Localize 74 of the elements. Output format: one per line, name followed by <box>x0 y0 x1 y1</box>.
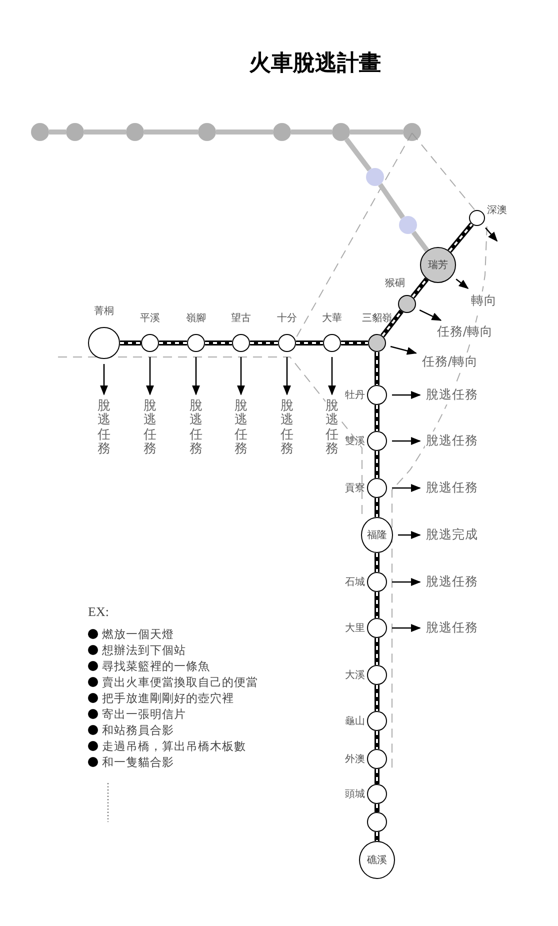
former-track-line <box>378 183 405 219</box>
task-label: 脫逃任務 <box>144 399 156 457</box>
former-station-circle <box>198 123 216 141</box>
former-track-line <box>216 130 273 134</box>
arrow <box>456 278 469 290</box>
bullet-item: 和一隻貓合影 <box>88 754 258 770</box>
former-station-circle <box>273 123 291 141</box>
station-name: 大溪 <box>345 668 365 682</box>
bullet-item: 燃放一個天燈 <box>88 626 258 642</box>
arrow <box>237 357 245 396</box>
task-label: 脫逃任務 <box>190 399 202 457</box>
station-name: 猴硐 <box>385 277 405 290</box>
former-track-line <box>344 138 372 172</box>
former-track-line <box>49 130 66 134</box>
station-name: 菁桐 <box>94 304 114 318</box>
list-heading: EX: <box>88 604 110 620</box>
arrow <box>390 346 418 355</box>
station-name: 貢寮 <box>345 482 365 495</box>
bullet-item: 尋找菜籃裡的一條魚 <box>88 658 258 674</box>
arrow <box>392 484 421 492</box>
station-circle: 福隆 <box>361 517 393 553</box>
station-name: 龜山 <box>345 714 365 728</box>
bullet-item: 和站務員合影 <box>88 722 258 738</box>
arrow <box>392 578 421 586</box>
station-name: 大華 <box>322 312 342 325</box>
former-station-circle <box>126 123 144 141</box>
former-station-circle <box>403 123 421 141</box>
station-circle: 瑞芳 <box>420 247 456 283</box>
bullet-item: 把手放進剛剛好的壺穴裡 <box>88 690 258 706</box>
arrow <box>283 357 291 396</box>
faded-station-circle <box>399 216 417 234</box>
former-station-circle <box>332 123 350 141</box>
arrow <box>392 391 421 399</box>
former-track-line <box>291 130 332 134</box>
station-name: 嶺腳 <box>186 312 206 325</box>
arrow <box>485 227 498 242</box>
former-track-line <box>411 230 430 252</box>
task-label: 脫逃任務 <box>234 399 248 457</box>
arrow <box>392 624 421 632</box>
bullet-item: 走過吊橋，算出吊橋木板數 <box>88 738 258 754</box>
arrow <box>419 310 442 321</box>
former-track-line <box>144 130 198 134</box>
former-track-line <box>350 130 403 134</box>
station-name: 牡丹 <box>345 388 365 402</box>
station-name: 外澳 <box>345 753 365 766</box>
arrow <box>328 357 336 396</box>
station-circle <box>367 812 387 832</box>
title: 火車脫逃計畫 <box>248 50 382 78</box>
station-name: 望古 <box>231 312 251 325</box>
station-name: 石城 <box>345 576 365 589</box>
task-label: 脫逃任務 <box>326 399 338 457</box>
arrow <box>100 364 108 396</box>
bullet-item: 寄出一張明信片 <box>88 706 258 722</box>
station-circle: 礁溪 <box>359 841 395 879</box>
station-name: 平溪 <box>140 312 160 325</box>
former-station-circle <box>66 123 84 141</box>
task-label: 脫逃任務 <box>280 399 294 457</box>
station-name: 十分 <box>277 312 297 325</box>
faded-station-circle <box>366 168 384 186</box>
arrow <box>392 437 421 445</box>
former-track-line <box>84 130 126 134</box>
station-name: 雙溪 <box>345 435 365 448</box>
station-name: 三貂嶺 <box>362 312 392 325</box>
station-name: 深澳 <box>487 204 507 218</box>
station-name: 大里 <box>345 622 365 635</box>
task-label: 脫逃任務 <box>98 399 110 457</box>
bullet-item: 想辦法到下個站 <box>88 642 258 658</box>
bullet-item: 賣出火車便當換取自己的便當 <box>88 674 258 690</box>
former-station-circle <box>31 123 49 141</box>
station-name: 頭城 <box>345 788 365 801</box>
arrow <box>146 357 154 396</box>
task-label: 脫逃任務 <box>425 386 479 404</box>
arrow <box>398 531 421 539</box>
arrow <box>192 357 200 396</box>
